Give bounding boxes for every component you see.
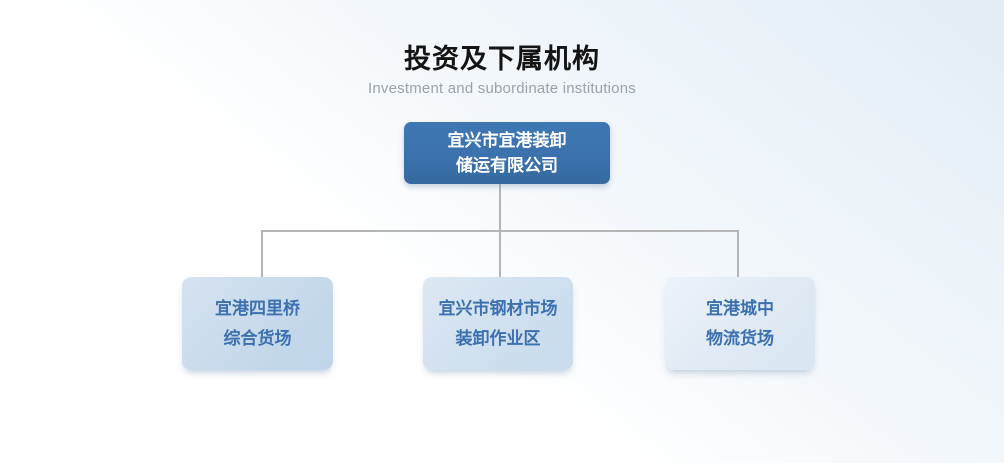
org-node-root-line1: 宜兴市宜港装卸	[447, 131, 567, 150]
page-subtitle: Investment and subordinate institutions	[368, 80, 636, 97]
org-node-child-1-line1: 宜港四里桥	[215, 298, 300, 318]
org-node-child-3-line1: 宜港城中	[706, 298, 774, 318]
connector-right-vertical	[737, 230, 739, 277]
org-node-child-2-line1: 宜兴市钢材市场	[438, 298, 558, 318]
connector-left-vertical	[261, 230, 263, 277]
connector-root-vertical	[499, 184, 501, 232]
org-node-child-2-line2: 装卸作业区	[455, 328, 541, 348]
org-node-child-2: 宜兴市钢材市场 装卸作业区	[423, 277, 573, 370]
page-title: 投资及下属机构	[404, 44, 600, 74]
connector-center-vertical	[499, 230, 501, 277]
page-header: 投资及下属机构 Investment and subordinate insti…	[0, 44, 1004, 98]
org-node-child-1-line2: 综合货场	[223, 328, 292, 348]
org-node-child-3-line2: 物流货场	[706, 328, 774, 348]
org-node-root-line2: 储运有限公司	[456, 156, 558, 175]
org-node-child-3: 宜港城中 物流货场	[665, 277, 815, 370]
org-node-child-1: 宜港四里桥 综合货场	[182, 277, 333, 370]
org-node-root: 宜兴市宜港装卸 储运有限公司	[404, 122, 610, 184]
